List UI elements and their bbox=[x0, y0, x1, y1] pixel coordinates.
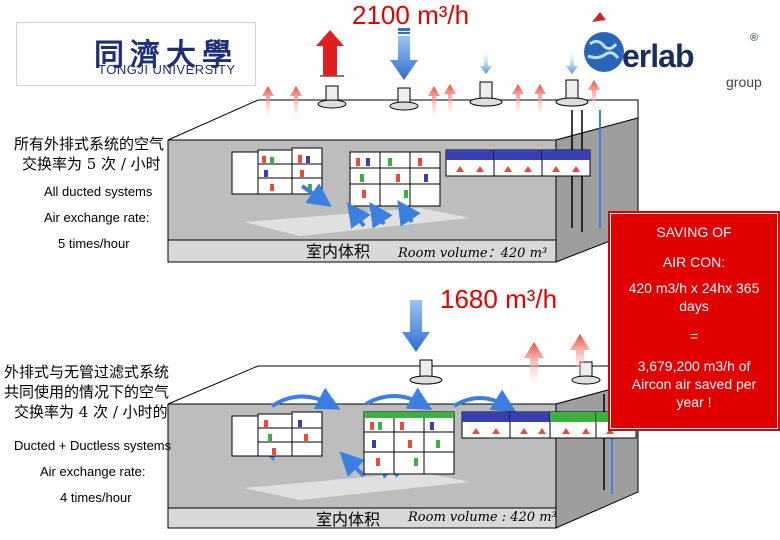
storage-cabinet bbox=[231, 147, 323, 195]
saving-line2: AIR CON: bbox=[662, 254, 726, 270]
bottom-scenario-en-line1: Ducted + Ductless systems bbox=[14, 438, 172, 453]
fume-hoods-mixed bbox=[461, 411, 637, 439]
saving-line3: 420 m3/h x 24hx 365 bbox=[628, 280, 760, 296]
top-scenario-zh-line1: 所有外排式系统的空气 bbox=[14, 135, 165, 153]
intake-arrow-main bbox=[402, 300, 430, 352]
stack bbox=[389, 87, 419, 111]
saving-line4: days bbox=[679, 298, 709, 314]
stack bbox=[409, 359, 443, 385]
top-flow-total: 2100 m³/h bbox=[352, 0, 470, 30]
erlab-globe-icon bbox=[584, 12, 624, 72]
erlab-registered-mark: ® bbox=[750, 32, 759, 44]
airflow-arrows-top bbox=[262, 28, 600, 120]
cabinets-top bbox=[231, 147, 591, 229]
top-scenario-en-line2: Air exchange rate: bbox=[44, 210, 150, 225]
ventilated-cabinet bbox=[349, 151, 441, 207]
top-scenario-en-line3: 5 times/hour bbox=[58, 236, 130, 251]
top-room-volume-zh: 室内体积 bbox=[306, 242, 371, 261]
saving-line8: year ! bbox=[676, 394, 712, 410]
top-scenario-zh-line2: 交换率为 5 次 / 小时 bbox=[22, 155, 161, 173]
intake-arrow-main bbox=[390, 36, 418, 80]
bottom-scenario-zh-line3: 交换率为 4 次 / 小时的 bbox=[14, 403, 168, 421]
stack bbox=[555, 79, 589, 107]
bottom-scenario-en-line3: 4 times/hour bbox=[60, 490, 132, 505]
bottom-flow-total: 1680 m³/h bbox=[440, 284, 558, 314]
top-room-volume-en: Room volume：420 m³ bbox=[398, 246, 548, 261]
saving-line5: = bbox=[689, 328, 699, 344]
stack bbox=[317, 75, 347, 109]
bottom-room-volume-zh: 室内体积 bbox=[316, 510, 381, 529]
saving-line1: SAVING OF bbox=[656, 224, 732, 240]
fume-hoods-blue bbox=[445, 149, 591, 177]
saving-line6: 3,679,200 m3/h of bbox=[637, 358, 751, 374]
roof-stacks-top bbox=[317, 75, 589, 111]
saving-line7: Aircon air saved per bbox=[631, 376, 757, 392]
stack bbox=[469, 81, 503, 107]
cabinets-bottom bbox=[231, 411, 637, 475]
bottom-scenario-zh-line1: 外排式与无管过滤式系统 bbox=[4, 363, 170, 381]
bottom-room-volume-en: Room volume : 420 m³ bbox=[408, 510, 557, 525]
tongji-seal bbox=[20, 28, 72, 80]
ductless-cabinet bbox=[363, 411, 455, 475]
tongji-logo bbox=[16, 22, 256, 86]
storage-cabinet bbox=[231, 411, 323, 457]
erlab-group-label: group bbox=[726, 74, 762, 90]
tongji-name-cn: 同濟大學 bbox=[94, 38, 238, 73]
saving-callout: SAVING OF AIR CON: 420 m3/h x 24hx 365 d… bbox=[610, 213, 778, 429]
bottom-scenario-zh-line2: 共同使用的情况下的空气 bbox=[4, 383, 170, 401]
bottom-scenario-en-line2: Air exchange rate: bbox=[40, 464, 146, 479]
exhaust-arrow-main bbox=[316, 30, 344, 76]
erlab-wordmark: erlab bbox=[622, 38, 694, 74]
tongji-name-en: TONGJI UNIVERSITY bbox=[98, 62, 236, 77]
top-scenario-en-line1: All ducted systems bbox=[44, 184, 153, 199]
